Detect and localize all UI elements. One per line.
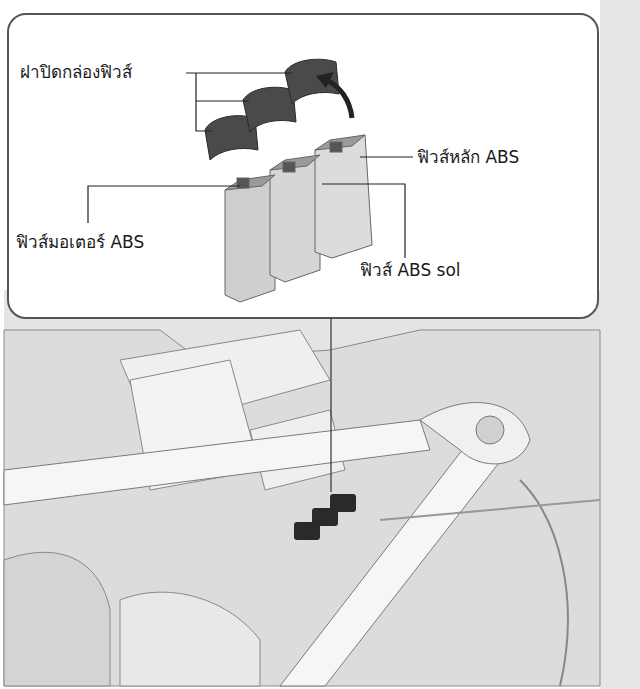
part-label: ฟิวส์มอเตอร์ ABS	[14, 232, 146, 253]
fuse-symbol	[225, 135, 372, 302]
fuse-cover	[205, 59, 339, 160]
motorcycle-frame	[4, 290, 600, 686]
leader-line	[88, 73, 413, 258]
open-arrow	[326, 80, 352, 118]
inset-panel	[8, 14, 598, 318]
part-label: ฝาปิดกล่องฟิวส์	[18, 62, 134, 83]
part-label: ฟิวส์หลัก ABS	[415, 147, 521, 168]
leader-line	[330, 318, 331, 492]
part-label: ฟิวส์ ABS sol	[358, 260, 463, 281]
inset-panel: ฝาปิดกล่องฟิวส์ฟิวส์หลัก ABS ฟิวส์มอเตอร์…	[8, 14, 598, 318]
open-arrow	[316, 72, 334, 88]
side-strip	[600, 0, 640, 689]
